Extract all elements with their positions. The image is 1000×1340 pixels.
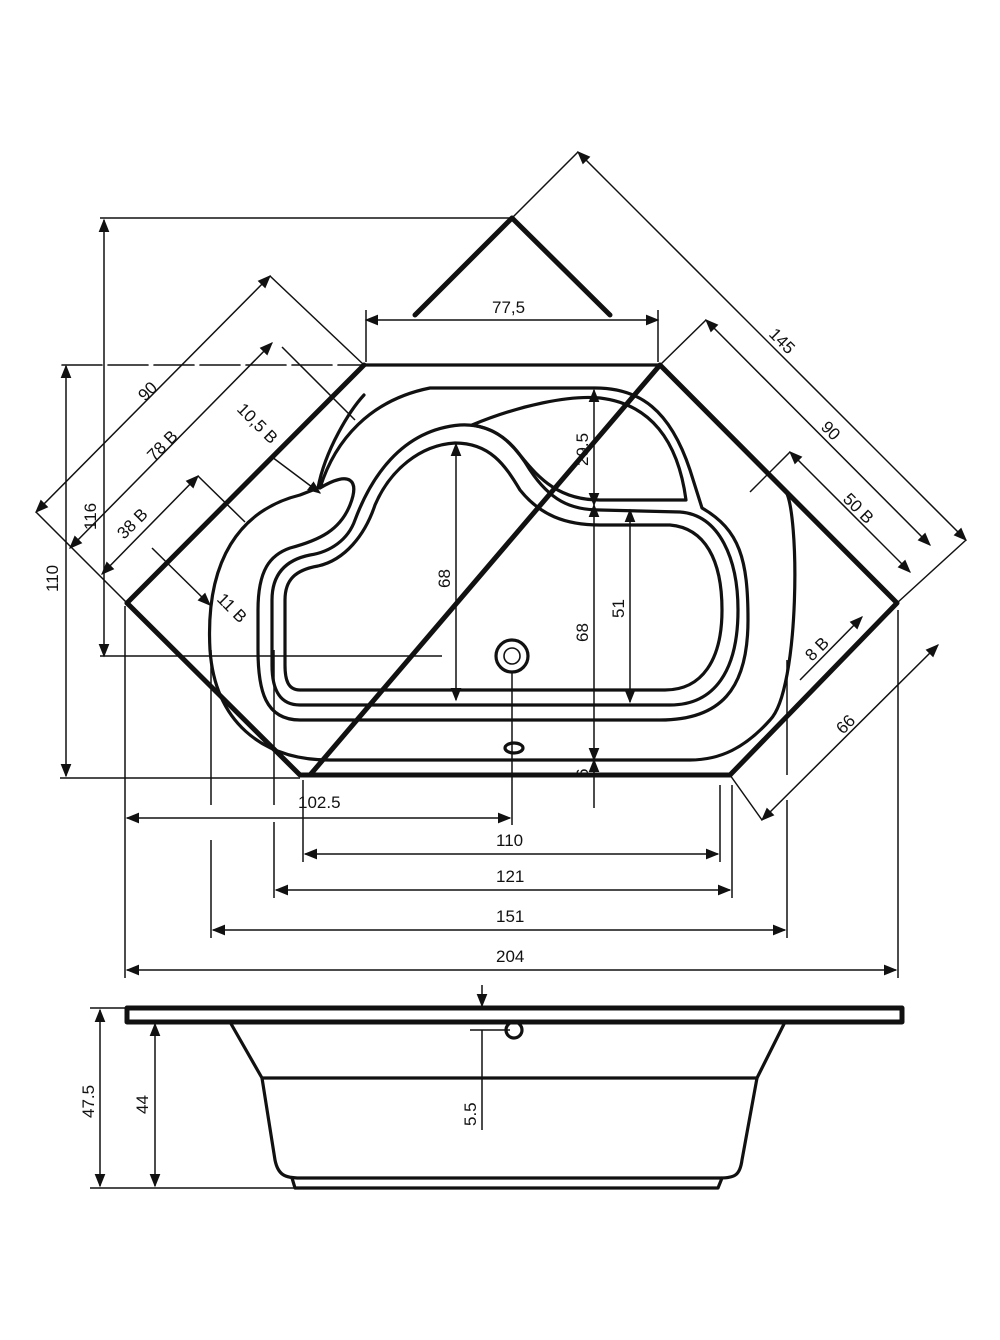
dim-line-145 (577, 151, 967, 541)
label-29-5: 29.5 (573, 433, 592, 466)
ext-38b (197, 475, 246, 523)
ext-90l-a (269, 275, 365, 366)
basin-floor (283, 441, 724, 692)
label-151: 151 (496, 907, 524, 926)
section-rim (124, 1005, 905, 1025)
label-110-left: 110 (43, 565, 62, 592)
label-6: 6 (573, 769, 592, 778)
label-116: 116 (81, 503, 100, 530)
overflow-icon (503, 741, 525, 755)
label-38b: 38 B (113, 505, 151, 543)
dim-line-50b (789, 451, 911, 573)
label-102-5: 102.5 (298, 793, 341, 812)
label-47-5: 47.5 (79, 1085, 98, 1118)
label-8b: 8 B (801, 633, 832, 664)
dim-line-10-5b (281, 346, 356, 421)
dim-line-66 (761, 644, 939, 821)
section-view: 47.5 44 5.5 (79, 985, 905, 1190)
label-66: 66 (832, 711, 859, 738)
label-77-5: 77,5 (492, 298, 525, 317)
ext-66 (729, 774, 763, 821)
label-90-left: 90 (134, 378, 161, 405)
dim-line-38b (101, 475, 199, 575)
dim-line-10-5b-tick (271, 456, 322, 494)
tub-outer-rim-bottom (124, 600, 733, 778)
label-121: 121 (496, 867, 524, 886)
label-5-5: 5.5 (461, 1102, 480, 1126)
dim-line-11b (151, 547, 211, 606)
label-11b: 11 B (213, 589, 250, 626)
label-68-left: 68 (435, 569, 454, 588)
label-44: 44 (133, 1095, 152, 1114)
label-10-5b: 10,5 B (233, 399, 281, 447)
label-90-right: 90 (817, 417, 844, 444)
drain-inner-icon (503, 647, 521, 665)
label-78b: 78 B (143, 427, 181, 465)
tub-rim-inner (207, 363, 797, 762)
drain-icon (494, 638, 530, 674)
label-204: 204 (496, 947, 524, 966)
ext-90l-b (35, 511, 128, 604)
ext-50b (749, 451, 791, 493)
ext-90r-a (659, 319, 707, 366)
label-110-width: 110 (496, 831, 523, 850)
label-145: 145 (765, 324, 798, 357)
label-51: 51 (609, 599, 628, 618)
label-68-right: 68 (573, 623, 592, 642)
label-50b: 50 B (839, 489, 877, 527)
ext-145-b (896, 539, 967, 604)
ext-145-a (511, 151, 579, 219)
plan-view: 77,5 145 90 50 B 8 B 66 90 78 B 10,5 B 3… (35, 151, 967, 978)
section-foot (290, 1176, 724, 1190)
dim-line-90-right (705, 319, 931, 546)
section-body (228, 1020, 787, 1180)
basin-inner-wall (270, 423, 740, 707)
